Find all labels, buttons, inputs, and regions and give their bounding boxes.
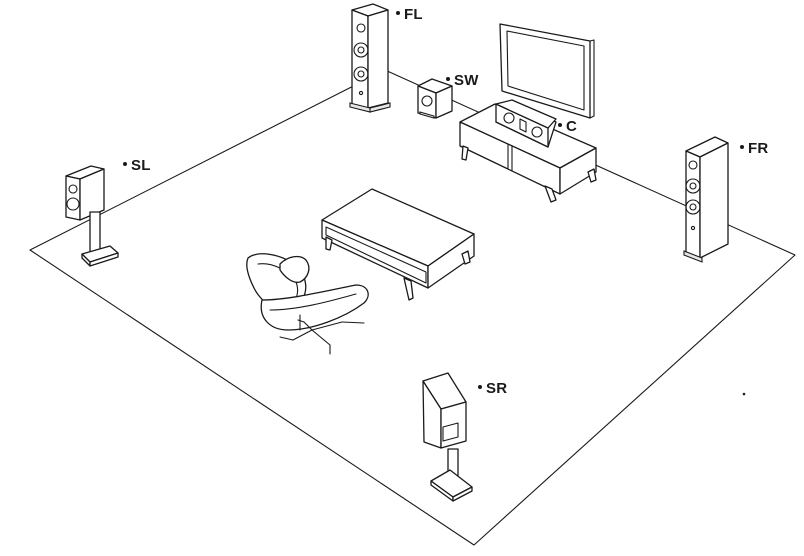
label-sl: SL [123, 157, 151, 174]
coffee-table [321, 188, 475, 301]
label-c-text: C [566, 118, 578, 135]
label-sr-dot [478, 385, 482, 390]
label-fl: FL [396, 6, 423, 23]
lounge-chair [246, 253, 369, 355]
label-c: C [558, 118, 577, 135]
label-fl-dot [396, 11, 400, 16]
surround-left-speaker [65, 165, 119, 267]
label-sr-text: SR [486, 380, 508, 397]
stray-dot [742, 392, 746, 396]
label-sl-text: SL [131, 157, 151, 174]
label-sl-dot [123, 162, 127, 167]
subwoofer [417, 78, 453, 119]
label-sw: SW [446, 72, 479, 89]
tv [499, 23, 595, 119]
front-left-tower [349, 3, 391, 113]
label-sr: SR [478, 380, 507, 397]
label-fr: FR [740, 140, 768, 157]
label-sw-dot [446, 77, 450, 82]
front-right-tower [683, 136, 729, 263]
surround-right-speaker [422, 372, 473, 502]
label-sw-text: SW [454, 72, 479, 89]
room-floor [29, 69, 796, 546]
center-speaker [495, 99, 557, 148]
label-fr-dot [740, 145, 744, 150]
label-fl-text: FL [404, 6, 423, 23]
label-c-dot [558, 123, 562, 128]
label-fr-text: FR [748, 140, 769, 157]
